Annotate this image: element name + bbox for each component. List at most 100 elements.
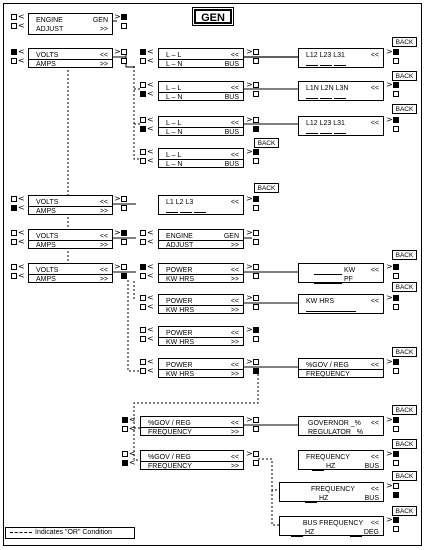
screen-label: <<: [370, 85, 379, 92]
screen-label: <<: [230, 152, 239, 159]
screen-label: <<: [230, 330, 239, 337]
screen-label: BUS: [364, 463, 379, 470]
selected-key-indicator: [121, 14, 127, 20]
key-indicator: [393, 304, 399, 310]
key-indicator: [140, 58, 146, 64]
left-arrow-icon: <: [147, 115, 154, 124]
key-indicator: [140, 117, 146, 123]
left-arrow-icon: <: [18, 12, 25, 21]
page-title: GEN: [192, 7, 234, 26]
selected-key-indicator: [140, 49, 146, 55]
selected-key-indicator: [140, 126, 146, 132]
gov-reg-freq-screen-3: %GOV / REG<< FREQUENCY>>: [140, 450, 244, 470]
screen-label: GEN: [223, 233, 239, 240]
screen-label: DEG: [363, 529, 379, 536]
screen-label: L – N: [166, 161, 183, 168]
screen-label: FREQUENCY: [148, 429, 192, 436]
key-indicator: [11, 230, 17, 236]
screen-label: <<: [370, 52, 379, 59]
key-indicator: [121, 58, 127, 64]
screen-label: <<: [370, 520, 379, 527]
left-arrow-icon: <: [18, 194, 25, 203]
left-arrow-icon: <: [129, 424, 136, 433]
key-indicator: [393, 58, 399, 64]
right-arrow-icon: >: [246, 415, 253, 424]
screen-label: >>: [99, 26, 108, 33]
right-arrow-icon: >: [246, 228, 253, 237]
selected-key-indicator: [393, 417, 399, 423]
selected-key-indicator: [393, 492, 399, 498]
screen-label: KW HRS: [166, 339, 194, 346]
back-label: BACK: [392, 471, 417, 481]
key-indicator: [253, 426, 259, 432]
back-label: BACK: [392, 104, 417, 114]
bus-frequency-screen: BUS FREQUENCY<< HZ DEG: [279, 516, 384, 537]
screen-label: BUS: [224, 129, 239, 136]
screen-label: HZ: [318, 495, 329, 502]
power-kwhrs-screen-3: POWER << KW HRS >>: [158, 326, 244, 346]
selected-key-indicator: [253, 196, 259, 202]
back-label: BACK: [392, 405, 417, 415]
power-kwhrs-screen-4: POWER<< KW HRS>>: [158, 358, 244, 378]
key-indicator: [122, 451, 128, 457]
screen-label: KW HRS: [166, 276, 194, 283]
screen-label: POWER: [166, 267, 193, 274]
l1-l2-l3-screen: L1 L2 L3 <<: [158, 195, 244, 215]
right-arrow-icon: >: [386, 357, 393, 366]
screen-label: AMPS: [36, 208, 56, 215]
key-indicator: [121, 196, 127, 202]
screen-label: L1 L2 L3: [166, 199, 194, 206]
left-arrow-icon: <: [147, 80, 154, 89]
screen-label: <<: [370, 420, 379, 427]
screen-label: HZ: [325, 463, 336, 470]
key-indicator: [140, 273, 146, 279]
key-indicator: [393, 483, 399, 489]
selected-key-indicator: [122, 460, 128, 466]
left-arrow-icon: <: [147, 334, 154, 343]
screen-label: <<: [370, 362, 379, 369]
key-indicator: [140, 158, 146, 164]
key-indicator: [253, 460, 259, 466]
screen-label: BUS: [224, 161, 239, 168]
left-arrow-icon: <: [18, 271, 25, 280]
key-indicator: [253, 304, 259, 310]
screen-label: GEN: [92, 17, 108, 24]
screen-label: KW HRS: [166, 307, 194, 314]
key-indicator: [140, 304, 146, 310]
right-arrow-icon: >: [386, 515, 393, 524]
left-arrow-icon: <: [147, 293, 154, 302]
screen-label: POWER: [166, 330, 193, 337]
screen-label: <<: [99, 52, 108, 59]
screen-label: >>: [230, 339, 239, 346]
key-indicator: [121, 264, 127, 270]
back-label: BACK: [392, 506, 417, 516]
screen-label: KW HRS: [166, 371, 194, 378]
left-arrow-icon: <: [18, 203, 25, 212]
key-indicator: [11, 23, 17, 29]
left-arrow-icon: <: [147, 124, 154, 133]
screen-label: >>: [99, 208, 108, 215]
key-indicator: [253, 417, 259, 423]
left-arrow-icon: <: [147, 47, 154, 56]
left-arrow-icon: <: [129, 449, 136, 458]
screen-label: L – L: [166, 120, 182, 127]
screen-label: <<: [230, 120, 239, 127]
key-indicator: [140, 327, 146, 333]
key-indicator: [393, 460, 399, 466]
screen-label: <<: [99, 267, 108, 274]
screen-label: >>: [230, 307, 239, 314]
key-indicator: [253, 295, 259, 301]
screen-label: <<: [230, 199, 239, 206]
selected-key-indicator: [140, 264, 146, 270]
key-indicator: [140, 149, 146, 155]
selected-key-indicator: [11, 49, 17, 55]
screen-label: L1N L2N L3N: [306, 85, 349, 92]
key-indicator: [253, 273, 259, 279]
selected-key-indicator: [253, 126, 259, 132]
kwhrs-screen: KW HRS<<: [298, 294, 384, 314]
key-indicator: [253, 117, 259, 123]
selected-key-indicator: [253, 368, 259, 374]
